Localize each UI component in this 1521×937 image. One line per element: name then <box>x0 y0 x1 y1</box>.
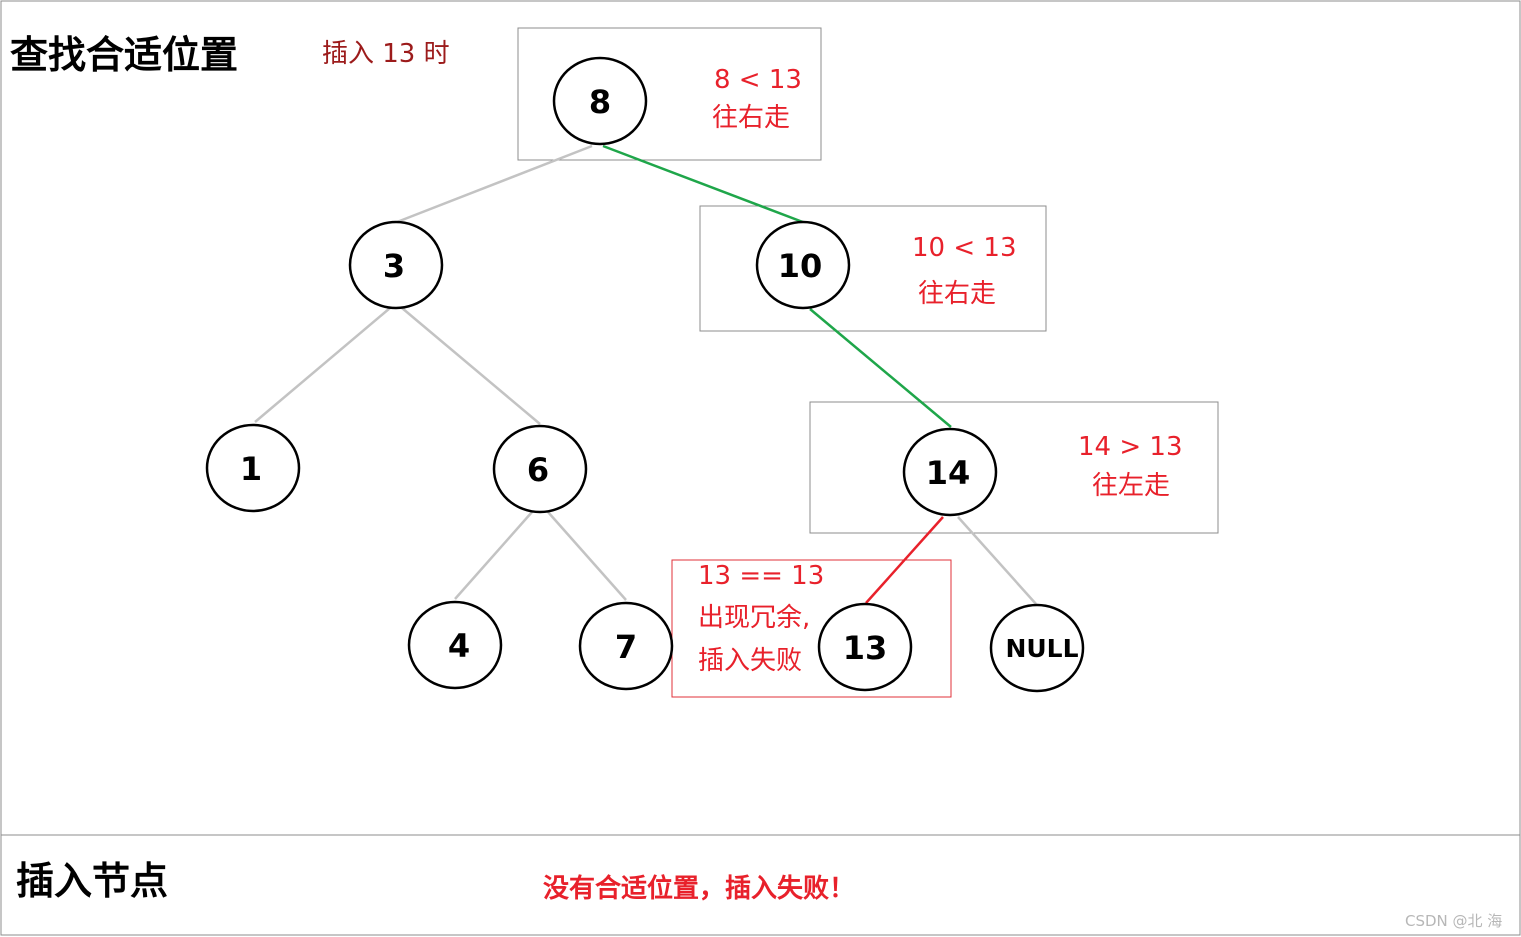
node-10-label: 10 <box>778 247 823 285</box>
node-null-label: NULL <box>1005 634 1078 663</box>
tree-node-7: 7 <box>578 601 674 691</box>
tree-node-13: 13 <box>817 602 913 692</box>
note-14-action: 往左走 <box>1092 471 1170 501</box>
tree-node-null: NULL <box>989 603 1085 693</box>
note-8-compare: 8 < 13 <box>714 65 802 95</box>
tree-node-4: 4 <box>407 600 503 690</box>
node-13-label: 13 <box>843 629 888 667</box>
step-box-node-8 <box>517 27 822 161</box>
node-6-label: 6 <box>527 451 549 489</box>
edge-14-null <box>957 516 1037 605</box>
edge-3-6 <box>401 307 541 425</box>
tree-node-8: 8 <box>552 56 648 146</box>
node-3-label: 3 <box>383 247 405 285</box>
node-4-label: 4 <box>448 627 470 665</box>
step-box-node-10 <box>699 205 1047 332</box>
note-14-compare: 14 > 13 <box>1078 432 1182 462</box>
tree-node-6: 6 <box>492 424 588 514</box>
insert-hint: 插入 13 时 <box>322 39 450 69</box>
insert-result-message: 没有合适位置，插入失败！ <box>543 873 855 904</box>
node-7-label: 7 <box>615 628 637 666</box>
edge-10-14 <box>809 308 952 428</box>
note-13-result: 插入失败 <box>698 646 802 676</box>
step-box-node-14 <box>809 401 1219 534</box>
note-13-action: 出现冗余, <box>698 603 810 633</box>
conflict-box-node-13 <box>671 559 952 698</box>
note-10-compare: 10 < 13 <box>912 233 1016 263</box>
tree-node-14: 14 <box>902 427 998 517</box>
node-14-label: 14 <box>926 454 971 492</box>
edge-8-3 <box>396 144 593 224</box>
edge-6-7 <box>547 511 627 601</box>
note-10-action: 往右走 <box>918 279 996 309</box>
tree-node-3: 3 <box>348 220 444 310</box>
node-8-label: 8 <box>589 83 611 121</box>
watermark: CSDN @北 海 <box>1405 912 1502 930</box>
note-13-compare: 13 == 13 <box>698 561 824 591</box>
tree-node-1: 1 <box>205 423 301 513</box>
tree-node-10: 10 <box>755 220 851 310</box>
heading-find-position: 查找合适位置 <box>10 33 238 77</box>
edge-3-1 <box>254 307 391 423</box>
edge-8-10 <box>602 144 809 226</box>
edge-6-4 <box>454 511 533 600</box>
edge-14-13 <box>865 516 944 604</box>
note-8-action: 往右走 <box>712 103 790 133</box>
node-1-label: 1 <box>240 450 262 488</box>
heading-insert-node: 插入节点 <box>16 859 168 903</box>
